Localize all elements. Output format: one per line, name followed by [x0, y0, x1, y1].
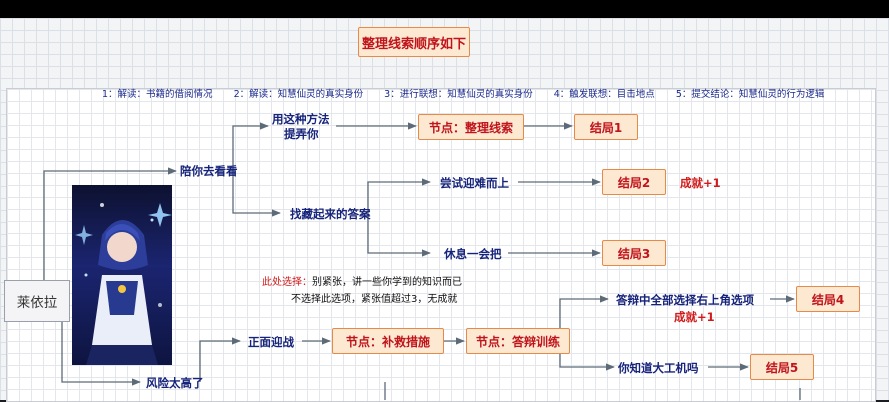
edge-root-accompany — [43, 167, 177, 280]
edge-accompany-method — [232, 122, 269, 171]
ending-1: 结局1 — [574, 114, 638, 140]
branch-answer-all: 答辩中全部选择右上角选项 — [616, 293, 754, 307]
choice-note-line1: 此处选择：别紧张，讲一些你学到的知识而已 — [262, 273, 462, 288]
node-defense-training: 节点：答辩训练 — [466, 328, 570, 354]
branch-accompany: 陪你去看看 — [180, 164, 238, 178]
achievement-2: 成就+1 — [674, 310, 715, 324]
branch-rest: 休息一会把 — [444, 247, 502, 261]
steps-legend: 1：解读：书籍的借阅情况 2：解读：知慧仙灵的真实身份 3：进行联想：知慧仙灵的… — [102, 86, 842, 100]
character-portrait — [72, 185, 172, 365]
step-4: 4：触发联想：目击地点 — [553, 89, 655, 100]
branch-try-hard: 尝试迎难而上 — [440, 176, 509, 190]
step-1: 1：解读：书籍的借阅情况 — [102, 89, 213, 100]
edge-defense-all — [559, 295, 609, 341]
choice-note-label: 此处选择： — [262, 277, 312, 288]
branch-method-line1: 用这种方法 — [272, 112, 330, 126]
edge-root-risky — [61, 320, 141, 386]
node-rescue-measures: 节点：补救措施 — [332, 328, 444, 354]
branch-face-head-on: 正面迎战 — [248, 335, 294, 349]
choice-note-text1: 别紧张，讲一些你学到的知识而已 — [312, 277, 462, 288]
branch-too-risky: 风险太高了 — [146, 376, 204, 390]
achievement-1: 成就+1 — [680, 176, 721, 190]
step-5: 5：提交结论：知慧仙灵的行为逻辑 — [675, 89, 825, 100]
edge-hidden-rest — [367, 213, 431, 257]
ending-4: 结局4 — [796, 286, 860, 312]
top-bar — [0, 0, 889, 18]
root-node-layla: 莱依拉 — [4, 280, 70, 322]
edge-accompany-hidden — [232, 171, 281, 217]
node-organize-clues: 节点：整理线索 — [418, 114, 524, 140]
branch-method-line2: 提弄你 — [284, 127, 319, 141]
choice-note-line2: 不选择此选项，紧张值超过3，无成就 — [291, 294, 458, 305]
edge-hidden-try — [367, 178, 431, 213]
ending-2: 结局2 — [602, 169, 666, 195]
diagram-title: 整理线索顺序如下 — [358, 27, 470, 57]
ending-5: 结局5 — [750, 354, 814, 380]
step-3: 3：进行联想：知慧仙灵的真实身份 — [384, 89, 533, 100]
edge-risky-face — [199, 337, 241, 382]
branch-ai: 你知道大工机吗 — [618, 361, 699, 375]
branch-method: 用这种方法 提弄你 — [272, 112, 330, 142]
ending-3: 结局3 — [602, 240, 666, 266]
branch-hidden-answer: 找藏起来的答案 — [290, 207, 371, 221]
step-2: 2：解读：知慧仙灵的真实身份 — [233, 89, 364, 100]
